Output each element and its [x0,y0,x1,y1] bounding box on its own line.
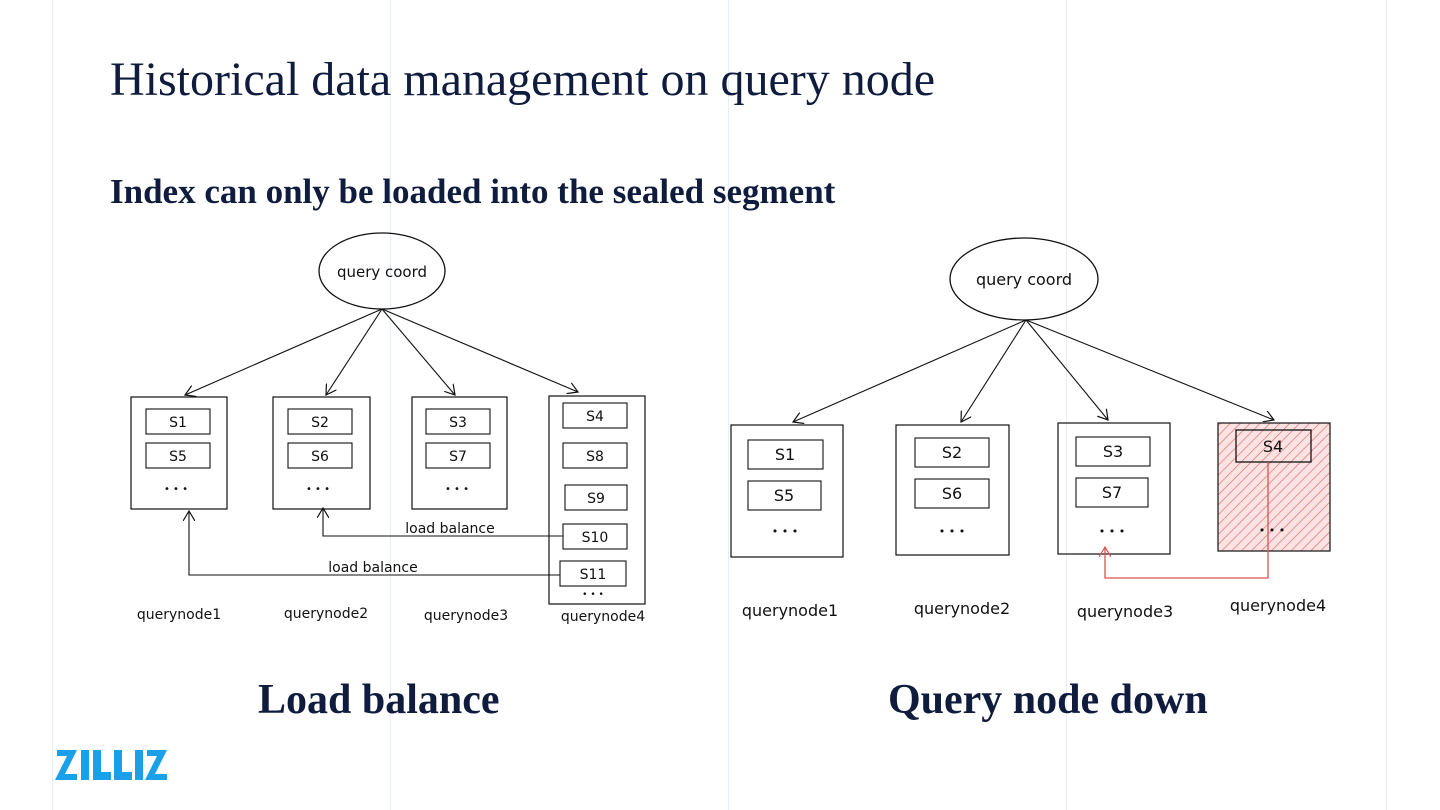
querynode1-label: querynode1 [742,601,838,620]
grid-line [52,0,53,810]
querynode3-box [1057,422,1171,555]
segment-label: S11 [580,567,607,583]
segment-label: S6 [942,484,962,503]
more-segments: • • • [445,484,469,495]
segment-s3 [425,408,491,435]
arrow-to-querynode2 [326,308,383,395]
segment-label: S3 [449,415,467,431]
query-coord-label: query coord [976,270,1072,289]
query-coord-label: query coord [337,263,427,281]
segment-s2 [914,437,990,468]
segment-s6 [287,442,353,469]
segment-label: S3 [1103,442,1123,461]
querynode2-label: querynode2 [914,599,1010,618]
load-balance-label: load balance [405,521,495,537]
querynode3-label: querynode3 [1077,602,1173,621]
arrow-to-querynode4 [381,308,578,392]
segment-s1 [747,439,824,470]
querynode2-box [895,424,1010,556]
more-segments: • • • [164,484,188,495]
query-node-down-caption: Query node down [888,677,1208,723]
segment-label: S2 [942,443,962,462]
querynode1-label: querynode1 [137,607,221,623]
arrow-to-querynode3 [1025,319,1108,420]
segment-s3 [1075,436,1151,467]
segment-s8 [562,442,628,469]
querynode3-label: querynode3 [424,608,508,624]
querynode3-box [411,396,508,510]
querynode4-label: querynode4 [561,609,645,625]
grid-line [1066,0,1067,810]
segment-label: S7 [1102,483,1122,502]
more-segments: • • • [306,484,330,495]
arrow-to-querynode2 [961,319,1027,422]
segment-s9 [564,484,628,511]
segment-label: S5 [774,486,794,505]
grid-line [1386,0,1387,810]
more-segments: • • • [772,525,798,538]
segment-label: S4 [1263,437,1283,456]
more-segments: • • • [939,525,965,538]
segment-label: S9 [587,491,605,507]
segment-s7 [425,442,491,469]
zilliz-logo [55,750,167,780]
more-segments: • • • [582,590,604,600]
segment-s2 [287,408,353,435]
segment-label: S6 [311,449,329,465]
segment-s5 [747,480,822,511]
load-balance-arrow-s10 [323,508,563,537]
segment-label: S7 [449,449,467,465]
segment-s11 [559,560,627,587]
segment-label: S2 [311,415,329,431]
arrow-to-querynode3 [381,308,455,395]
segment-label: S1 [169,415,187,431]
query-coord-node [949,237,1099,321]
segment-label: S8 [586,449,604,465]
segment-label: S5 [169,449,187,465]
querynode1-box [730,424,844,558]
slide-subtitle: Index can only be loaded into the sealed… [110,172,836,211]
grid-line [728,0,729,810]
more-segments: • • • [1099,525,1125,538]
querynode4-label: querynode4 [1230,596,1326,615]
recovery-arrow-s4 [1105,462,1269,579]
arrow-to-querynode4 [1025,319,1274,420]
segment-s6 [914,478,990,509]
load-balance-caption: Load balance [258,677,500,723]
load-balance-label: load balance [328,560,418,576]
load-balance-arrow-s11 [189,511,560,576]
slide-title: Historical data management on query node [110,53,936,106]
segment-s7 [1075,477,1149,508]
segment-s4 [1235,429,1312,463]
arrow-to-querynode1 [185,308,383,395]
querynode1-box [130,396,228,510]
segment-s1 [145,408,211,435]
query-node-down-diagram: query coord S1 S5 • • • querynode1 S2 S6… [730,237,1331,621]
arrow-to-querynode1 [793,319,1027,422]
querynode4-box [548,395,646,605]
segment-s4 [562,402,628,429]
segment-label: S10 [582,530,609,546]
more-segments: • • • [1259,524,1285,537]
segment-label: S4 [586,409,604,425]
grid-line [390,0,391,810]
load-balance-diagram: query coord S1 S5 • • • querynode1 S2 S6… [130,232,646,625]
querynode2-label: querynode2 [284,606,368,622]
segment-s5 [145,442,211,469]
segment-label: S1 [775,445,795,464]
